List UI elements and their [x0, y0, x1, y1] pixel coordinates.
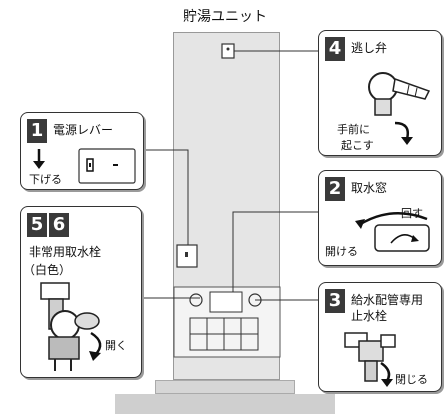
relief-valve-marker: [221, 43, 235, 59]
relief-valve-action-1: 手前に: [337, 123, 370, 136]
power-lever-illustration: [33, 148, 136, 184]
panel-water-window: 2 取水窓 回す 開ける: [318, 170, 442, 266]
lower-compartment: [173, 286, 281, 358]
panel-stop-valve: 3 給水配管専用 止水栓 閉じる: [318, 282, 442, 392]
water-window-illustration: [355, 212, 430, 252]
relief-valve-action-2: 起こす: [341, 139, 374, 152]
power-lever-label: 電源レバー: [53, 123, 114, 137]
step-number-4: 4: [325, 37, 345, 61]
emergency-tap-illustration: [40, 282, 102, 371]
panel-relief-valve: 4 逃し弁 手前に 起こす: [318, 30, 442, 156]
step-number-1: 1: [27, 119, 47, 143]
power-lever-action: 下げる: [29, 173, 62, 186]
leader-water-window: [232, 211, 318, 292]
panel-power-lever: 1 電源レバー 下げる: [20, 112, 144, 190]
step-number-5: 5: [27, 213, 47, 237]
water-window-open: 開ける: [325, 245, 358, 258]
unit-base: [155, 380, 295, 394]
leader-power-lever: [144, 149, 189, 245]
water-window-label: 取水窓: [351, 181, 388, 195]
step-number-3: 3: [325, 289, 345, 313]
emergency-tap-action: 開く: [105, 339, 127, 352]
water-window-marker: [209, 291, 243, 313]
unit-title: 貯湯ユニット: [183, 9, 267, 25]
relief-valve-arrow: [394, 121, 413, 145]
stop-valve-action: 閉じる: [395, 373, 428, 386]
relief-valve-illustration: [368, 72, 431, 116]
stop-valve-illustration: [344, 332, 396, 387]
stop-valve-label-2: 止水栓: [351, 309, 388, 323]
emergency-tap-label-2: （白色）: [23, 263, 72, 277]
floor: [115, 394, 335, 414]
emergency-tap-label-1: 非常用取水栓: [29, 245, 102, 259]
panel-emergency-tap: 5 6 非常用取水栓 （白色） 開く: [20, 206, 142, 378]
relief-valve-label: 逃し弁: [351, 41, 388, 55]
step-number-6: 6: [49, 213, 69, 237]
step-number-2: 2: [325, 177, 345, 201]
stop-valve-label-1: 給水配管専用: [351, 293, 424, 307]
